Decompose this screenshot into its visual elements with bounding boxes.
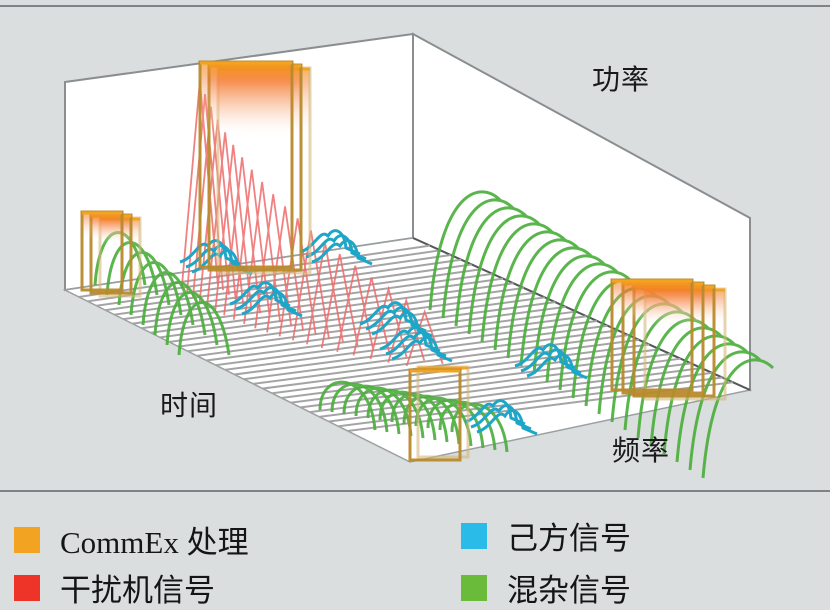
axis-label-time: 时间: [160, 389, 219, 422]
legend-item-jammer: 干扰机信号: [14, 565, 215, 610]
legend-label: 混杂信号: [507, 573, 631, 608]
friendly-signal-traces: [179, 229, 588, 436]
legend-label: CommEx 处理: [60, 525, 249, 560]
commex-swatch: [14, 526, 40, 553]
mixed-swatch: [461, 574, 487, 601]
friendly-swatch: [461, 522, 487, 549]
legend-item-mixed: 混杂信号: [461, 565, 631, 610]
legend-item-commex: CommEx 处理: [14, 517, 249, 562]
axis-label-frequency: 频率: [612, 434, 671, 467]
legend-label: 干扰机信号: [60, 573, 215, 608]
jammer-swatch: [14, 574, 40, 601]
commex-processing-frames: [80, 60, 727, 462]
legend-item-friendly: 己方信号: [461, 513, 631, 558]
3d-spectrum-diagram: [62, 32, 775, 479]
top-divider: [0, 5, 830, 7]
legend-divider: [0, 490, 830, 492]
legend-label: 己方信号: [507, 521, 631, 556]
wall-floor-edge: [412, 237, 751, 391]
axis-label-power: 功率: [592, 63, 651, 96]
